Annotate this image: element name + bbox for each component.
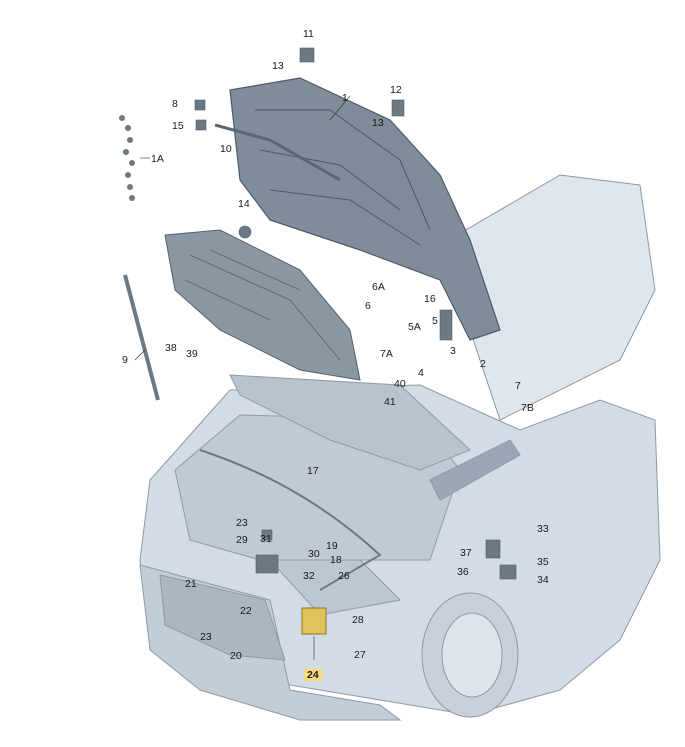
- grille: [159, 574, 286, 661]
- hood: [229, 77, 501, 341]
- label-40: 40: [394, 378, 406, 390]
- car-body: [139, 174, 661, 721]
- bolt-set: [119, 115, 135, 201]
- leader-lines: [134, 95, 351, 660]
- label-6A: 6A: [372, 281, 385, 293]
- label-13-right: 13: [372, 117, 384, 129]
- label-6: 6: [365, 300, 371, 312]
- label-22: 22: [240, 605, 252, 617]
- label-20: 20: [230, 650, 242, 662]
- label-12: 12: [390, 84, 402, 96]
- label-27: 27: [354, 649, 366, 661]
- insulation-panel: [164, 229, 361, 381]
- label-23-top: 23: [236, 517, 248, 529]
- label-16: 16: [424, 293, 436, 305]
- lock-latch-part: [301, 607, 327, 635]
- label-14: 14: [238, 198, 250, 210]
- small-parts: [194, 47, 517, 580]
- label-30: 30: [308, 548, 320, 560]
- cowl-panel: [229, 374, 471, 471]
- label-3: 3: [450, 345, 456, 357]
- label-39: 39: [186, 348, 198, 360]
- label-33: 33: [537, 523, 549, 535]
- label-8: 8: [172, 98, 178, 110]
- label-23-bottom: 23: [200, 631, 212, 643]
- label-41: 41: [384, 396, 396, 408]
- label-10: 10: [220, 143, 232, 155]
- hood-group: [229, 77, 501, 341]
- label-34: 34: [537, 574, 549, 586]
- label-1A: 1A: [151, 153, 164, 165]
- hood-inner-ribs: [255, 109, 431, 246]
- label-28: 28: [352, 614, 364, 626]
- label-32: 32: [303, 570, 315, 582]
- gas-strut: [123, 274, 160, 401]
- label-19: 19: [326, 540, 338, 552]
- label-36: 36: [457, 566, 469, 578]
- label-17: 17: [307, 465, 319, 477]
- label-21: 21: [185, 578, 197, 590]
- label-9: 9: [122, 354, 128, 366]
- wheel-rim: [441, 612, 503, 698]
- label-7B: 7B: [521, 402, 534, 414]
- label-4: 4: [418, 367, 424, 379]
- label-2: 2: [480, 358, 486, 370]
- bowden-cable: [199, 449, 382, 591]
- label-13-top: 13: [272, 60, 284, 72]
- label-29: 29: [236, 534, 248, 546]
- label-37: 37: [460, 547, 472, 559]
- label-7: 7: [515, 380, 521, 392]
- label-18: 18: [330, 554, 342, 566]
- label-11: 11: [303, 28, 314, 40]
- label-5: 5: [432, 315, 438, 327]
- side-panel: [429, 439, 521, 501]
- label-15: 15: [172, 120, 184, 132]
- insulation-ribs: [184, 249, 341, 361]
- label-7A: 7A: [380, 348, 393, 360]
- seal-strip: [214, 123, 341, 182]
- windshield: [439, 174, 656, 421]
- label-24-highlighted: 24: [304, 669, 322, 681]
- label-38: 38: [165, 342, 177, 354]
- label-1: 1: [342, 92, 348, 104]
- label-26: 26: [338, 570, 350, 582]
- label-31: 31: [260, 533, 272, 545]
- label-5A: 5A: [408, 321, 421, 333]
- label-35: 35: [537, 556, 549, 568]
